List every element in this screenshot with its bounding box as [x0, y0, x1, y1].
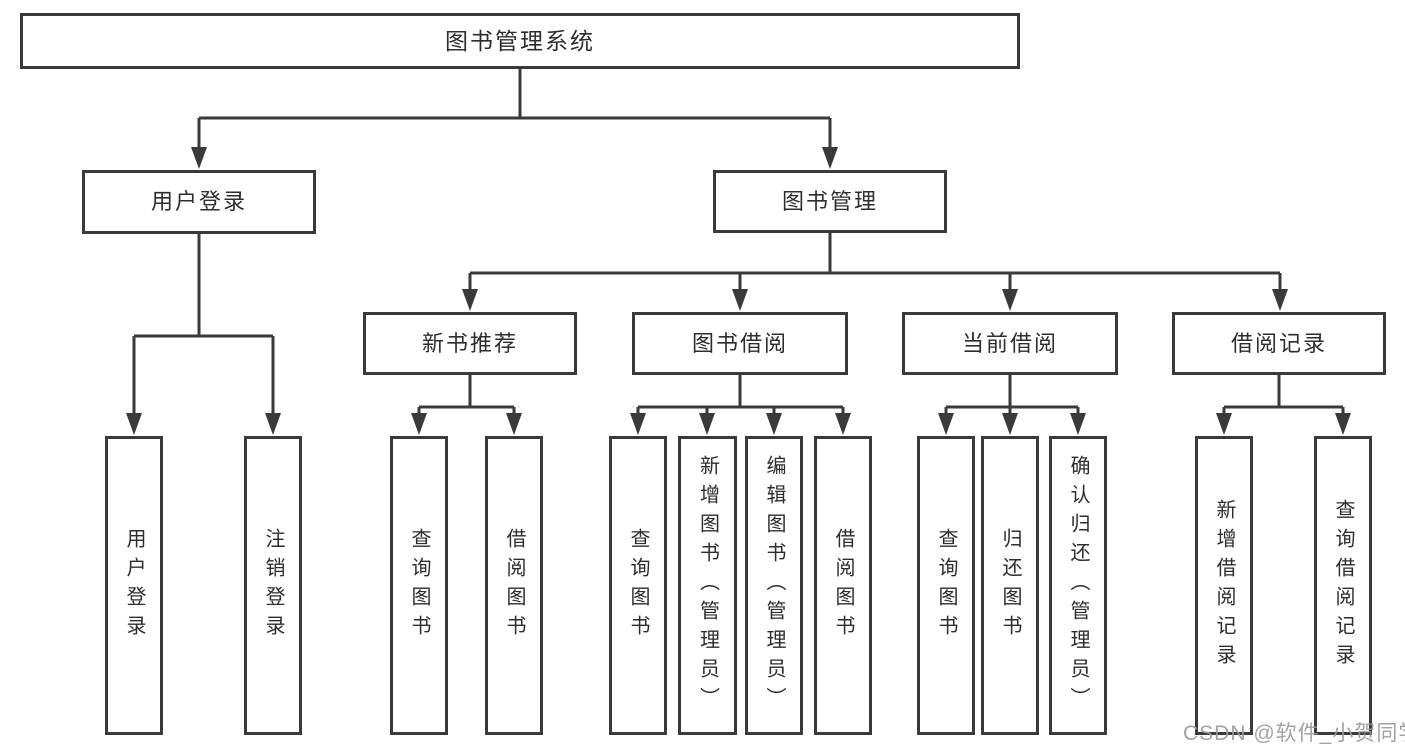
arrowhead-icon: [835, 413, 851, 435]
arrowhead-icon: [411, 413, 427, 435]
node-label: 新增借阅记录: [1213, 498, 1235, 673]
node-label: 新书推荐: [421, 330, 518, 356]
arrowhead-icon: [822, 147, 838, 169]
leaf-records-query-record: 查询借阅记录: [1314, 436, 1372, 735]
connector-current-to-leaves: [944, 375, 1080, 416]
node-label: 用户登录: [150, 189, 247, 214]
arrowhead-icon: [699, 413, 715, 435]
arrowhead-icon: [630, 413, 646, 435]
node-label: 图书借阅: [691, 330, 788, 356]
arrowhead-icon: [191, 147, 207, 169]
arrowhead-icon: [766, 413, 782, 435]
leaf-newrec-borrow-books: 借阅图书: [485, 436, 543, 735]
arrowhead-icon: [938, 413, 954, 435]
node-label: 借阅记录: [1230, 330, 1327, 356]
arrowhead-icon: [1002, 289, 1018, 311]
node-borrow-records: 借阅记录: [1172, 312, 1386, 375]
leaf-newrec-query-books: 查询图书: [390, 436, 448, 735]
node-label: 编辑图书（管理员）: [763, 455, 785, 716]
leaf-borrow-add-books-admin: 新增图书（管理员）: [678, 436, 737, 735]
node-label: 查询图书: [627, 527, 649, 644]
leaf-user-login: 用户登录: [105, 436, 163, 735]
node-label: 借阅图书: [832, 527, 854, 644]
leaf-logout: 注销登录: [244, 436, 302, 735]
connector-user-login-to-leaves: [132, 234, 275, 416]
node-book-management: 图书管理: [713, 170, 947, 233]
node-label: 确认归还（管理员）: [1067, 455, 1089, 716]
node-user-login: 用户登录: [82, 170, 316, 234]
node-book-borrow: 图书借阅: [632, 312, 848, 375]
arrowhead-icon: [506, 413, 522, 435]
arrowhead-icon: [1070, 413, 1086, 435]
arrowhead-icon: [1335, 413, 1351, 435]
connector-newrec-to-leaves: [417, 375, 516, 416]
node-label: 查询图书: [935, 527, 957, 644]
leaf-borrow-query-books: 查询图书: [609, 436, 667, 735]
arrowhead-icon: [1272, 289, 1288, 311]
arrowhead-icon: [126, 413, 142, 435]
leaf-records-add-record: 新增借阅记录: [1195, 436, 1253, 735]
node-label: 图书管理: [781, 188, 878, 214]
node-label: 归还图书: [999, 527, 1021, 644]
node-label: 查询借阅记录: [1332, 498, 1354, 673]
arrowhead-icon: [462, 289, 478, 311]
arrowhead-icon: [1002, 413, 1018, 435]
node-label: 新增图书（管理员）: [696, 455, 719, 716]
leaf-current-confirm-return-admin: 确认归还（管理员）: [1049, 436, 1107, 735]
connector-borrow-to-leaves: [636, 375, 845, 416]
node-label: 图书管理系统: [445, 27, 595, 54]
connector-book-mgmt-to-level3: [468, 233, 1282, 292]
csdn-watermark: CSDN @软件_小贺同学: [1183, 722, 1405, 745]
node-current-borrow: 当前借阅: [902, 312, 1118, 375]
node-label: 查询图书: [408, 527, 430, 644]
connector-records-to-leaves: [1222, 375, 1345, 416]
arrowhead-icon: [732, 289, 748, 311]
connector-root-to-level2: [197, 69, 832, 150]
node-library-management-system: 图书管理系统: [20, 13, 1020, 69]
leaf-current-return-books: 归还图书: [981, 436, 1039, 735]
node-new-book-recommend: 新书推荐: [363, 312, 577, 375]
leaf-borrow-edit-books-admin: 编辑图书（管理员）: [745, 436, 803, 735]
arrowhead-icon: [1216, 413, 1232, 435]
node-label: 用户登录: [123, 527, 145, 644]
leaf-current-query-books: 查询图书: [917, 436, 975, 735]
node-label: 借阅图书: [503, 527, 525, 644]
node-label: 注销登录: [262, 527, 284, 644]
node-label: 当前借阅: [961, 330, 1058, 356]
arrowhead-icon: [265, 413, 281, 435]
leaf-borrow-borrow-books: 借阅图书: [814, 436, 872, 735]
